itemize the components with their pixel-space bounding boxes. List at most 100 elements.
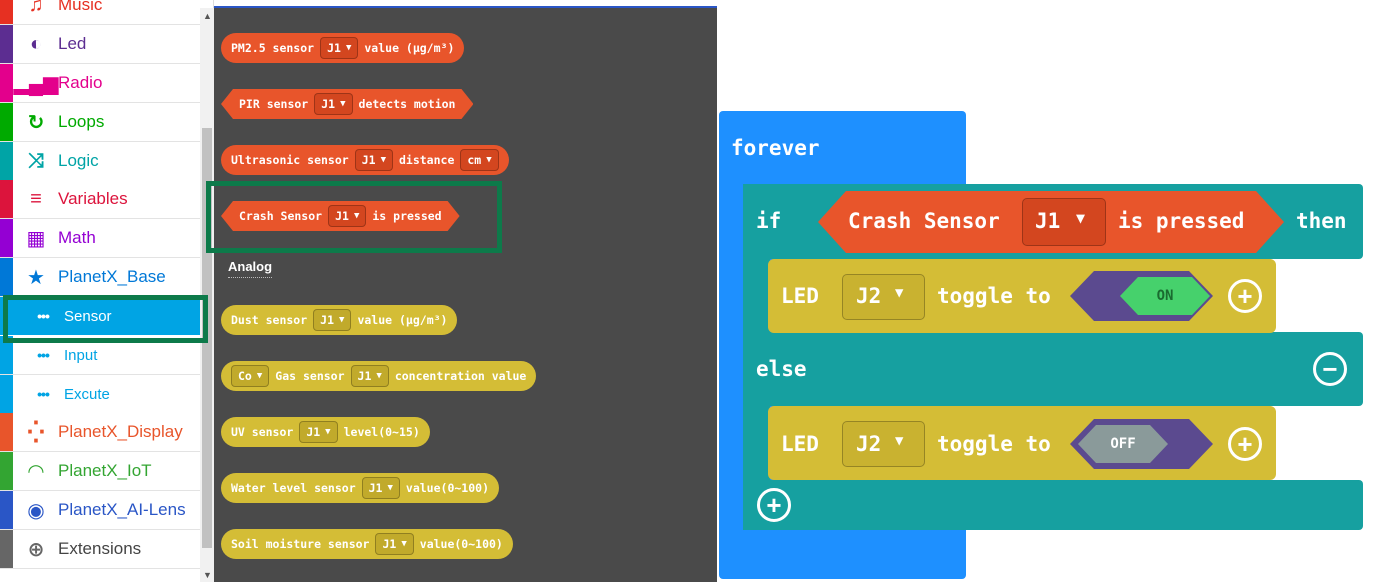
then-label: then — [1296, 209, 1347, 233]
toolbox-item-label: PlanetX_Display — [58, 422, 183, 441]
toolbox-item-math[interactable]: ▦Math — [0, 219, 200, 258]
led-on-action: toggle to — [937, 284, 1051, 308]
flyout-top-border — [214, 6, 717, 9]
block-text: concentration value — [394, 369, 527, 383]
signal-icon: ▂▄▆ — [13, 72, 59, 95]
dropdown-value: J1 — [361, 153, 376, 167]
dropdown-value: J1 — [306, 425, 321, 439]
block-dropdown[interactable]: J1▼ — [299, 421, 338, 443]
if-label: if — [756, 209, 782, 233]
toggle-on-text: ON — [1156, 288, 1174, 304]
condition-right-text: is pressed — [1118, 209, 1245, 233]
toolbox-item-music[interactable]: ♫Music — [0, 0, 200, 25]
toolbox-item-variables[interactable]: ≡Variables — [0, 180, 200, 219]
remove-else-minus-icon[interactable]: − — [1313, 352, 1347, 386]
led-off-action: toggle to — [937, 432, 1051, 456]
scroll-down-icon[interactable]: ▼ — [203, 570, 212, 580]
flyout-block-digital-0[interactable]: PM2.5 sensor J1▼ value (µg/m³) — [221, 33, 465, 63]
toolbox-item-radio[interactable]: ▂▄▆Radio — [0, 64, 200, 103]
toolbox-item-label: Excute — [64, 385, 110, 403]
spinner-icon: ⁛ — [27, 421, 45, 444]
chevron-down-icon: ▼ — [340, 99, 346, 109]
block-dropdown[interactable]: J1▼ — [350, 365, 389, 387]
shuffle-icon: ⤨ — [28, 149, 44, 172]
led-off-port-dropdown[interactable] — [842, 421, 925, 467]
toolbox-item-sensor[interactable]: •••Sensor — [0, 297, 200, 336]
toolbox-item-extensions[interactable]: ⊕ Extensions — [0, 530, 200, 569]
toolbox-item-led[interactable]: ◐Led — [0, 25, 200, 64]
flyout-block-analog-3[interactable]: Water level sensor J1▼ value(0~100) — [221, 473, 499, 503]
add-plus-icon[interactable]: + — [1228, 279, 1262, 313]
toolbox-item-label: Extensions — [58, 539, 142, 558]
category-color-bar — [0, 336, 13, 374]
category-color-bar — [0, 180, 13, 218]
led-on-label: LED — [781, 284, 819, 308]
block-text: is pressed — [372, 209, 442, 223]
toolbox-item-logic[interactable]: ⤨Logic — [0, 142, 200, 181]
add-plus-icon[interactable]: + — [1228, 427, 1262, 461]
category-color-bar — [0, 413, 13, 451]
toolbox-item-label: PlanetX_IoT — [58, 461, 152, 480]
toolbox-item-label: Variables — [58, 189, 128, 208]
dropdown-value: Co — [238, 369, 252, 383]
category-color-bar — [0, 491, 13, 529]
add-elseif-plus-icon[interactable]: + — [757, 488, 791, 522]
condition-port-dropdown[interactable] — [1022, 198, 1106, 246]
block-dropdown[interactable]: J1▼ — [328, 205, 366, 227]
dropdown-value: J1 — [335, 209, 349, 223]
if-block-footer — [743, 480, 1363, 530]
category-color-bar — [0, 297, 13, 335]
block-text: value (µg/m³) — [357, 313, 448, 327]
block-text: value (µg/m³) — [364, 41, 455, 55]
block-dropdown[interactable]: Co▼ — [231, 365, 270, 387]
toolbox-item-input[interactable]: ••• Input — [0, 336, 200, 375]
led-on-port-dropdown[interactable] — [842, 274, 925, 320]
block-dropdown[interactable]: J1▼ — [375, 533, 414, 555]
plus-circle-icon: ⊕ — [27, 538, 45, 561]
block-text: Water level sensor — [231, 481, 356, 495]
dots-icon: ••• — [37, 386, 50, 402]
chevron-down-icon: ▼ — [486, 155, 492, 165]
flyout-block-analog-4[interactable]: Soil moisture sensor J1▼ value(0~100) — [221, 529, 513, 559]
toggle-off-switch[interactable]: OFF — [1078, 425, 1168, 463]
toggle-icon: ◐ — [29, 32, 43, 55]
toolbox-scrollbar[interactable]: ▲ ▼ — [200, 8, 214, 582]
dots-icon: ••• — [37, 347, 50, 363]
block-dropdown[interactable]: J1▼ — [320, 37, 359, 59]
block-text: value(0~100) — [405, 481, 489, 495]
toggle-on-switch[interactable]: ON — [1120, 277, 1210, 315]
block-dropdown[interactable]: J1▼ — [354, 149, 393, 171]
block-text: value(0~100) — [419, 537, 503, 551]
flyout-block-analog-0[interactable]: Dust sensor J1▼ value (µg/m³) — [221, 305, 458, 335]
toolbox-item-planetx-ai-lens[interactable]: ◉PlanetX_AI-Lens — [0, 491, 200, 530]
block-dropdown[interactable]: J1▼ — [361, 477, 400, 499]
star-icon: ★ — [27, 266, 45, 289]
toolbox-item-planetx-iot[interactable]: ◠PlanetX_IoT — [0, 452, 200, 491]
block-dropdown[interactable]: J1▼ — [313, 309, 352, 331]
toolbox-item-planetx-display[interactable]: ⁛ PlanetX_Display — [0, 413, 200, 452]
forever-label: forever — [731, 136, 820, 160]
scrollbar-thumb[interactable] — [202, 128, 212, 548]
block-dropdown[interactable]: J1▼ — [314, 93, 352, 115]
category-color-bar — [0, 103, 13, 141]
condition-left-text: Crash Sensor — [848, 209, 1000, 233]
loop-icon: ↻ — [27, 111, 45, 134]
toolbox-item-label: Input — [64, 346, 98, 364]
block-dropdown[interactable]: cm▼ — [460, 149, 499, 171]
scroll-up-icon[interactable]: ▲ — [203, 11, 212, 21]
chevron-down-icon: ▼ — [1076, 209, 1086, 227]
chevron-down-icon: ▼ — [376, 371, 382, 381]
toolbox-item-loops[interactable]: ↻Loops — [0, 103, 200, 142]
toolbox-item-planetx-base[interactable]: ★PlanetX_Base — [0, 258, 200, 297]
toolbox-item-excute[interactable]: ••• Excute — [0, 375, 200, 414]
block-text: PM2.5 sensor — [231, 41, 315, 55]
toolbox-item-label: PlanetX_AI-Lens — [58, 500, 186, 519]
block-text: level(0~15) — [343, 425, 420, 439]
block-text: Dust sensor — [231, 313, 308, 327]
block-text: Soil moisture sensor — [231, 537, 370, 551]
